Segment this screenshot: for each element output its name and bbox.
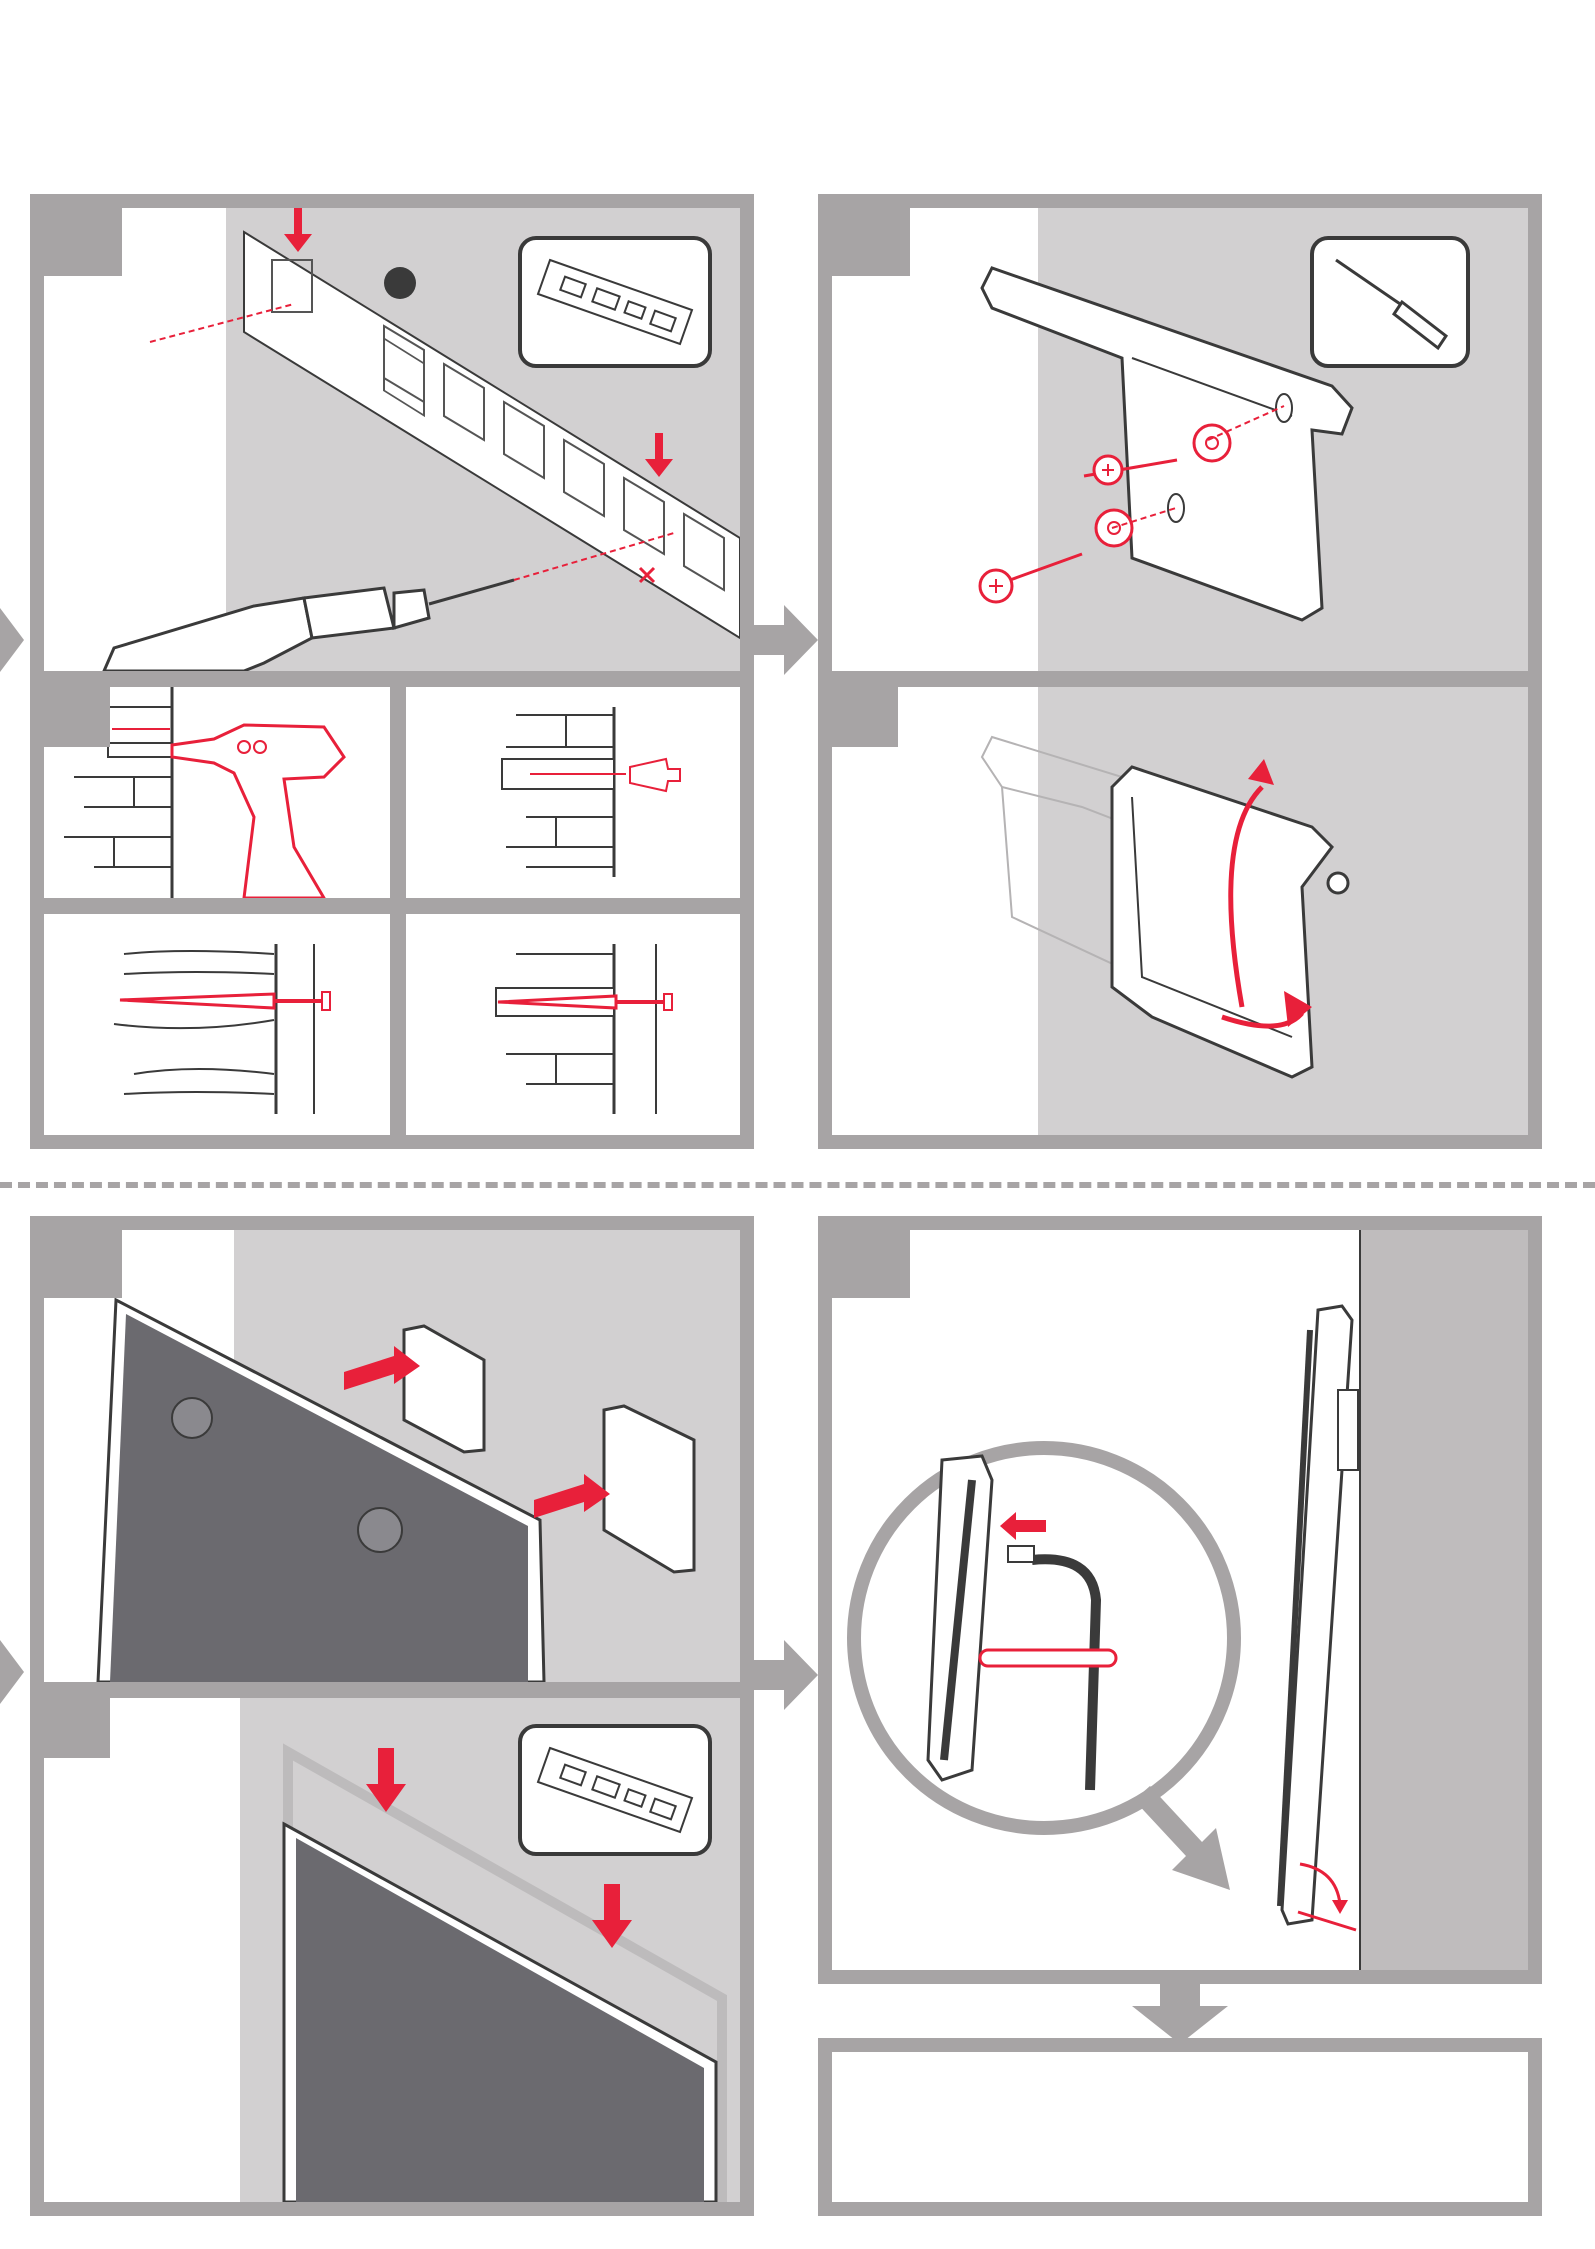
panel-drill-brick <box>44 687 390 898</box>
panel-bracket-screws <box>832 208 1528 671</box>
arrow-icon <box>754 605 824 675</box>
step-number-tab <box>832 208 910 276</box>
panel-tv-on-wall <box>44 1698 740 2202</box>
tool-callout-screwdriver <box>1310 236 1470 368</box>
panel-template-on-wall <box>44 208 740 671</box>
step-number-tab <box>44 208 122 276</box>
panel-tv-back <box>44 1230 740 1682</box>
step-number-tab <box>832 687 898 747</box>
panel-bracket-rotate <box>832 687 1528 1135</box>
strip-icon <box>522 1728 708 1852</box>
panel-wall-plug <box>406 687 740 898</box>
section-separator <box>0 1182 1595 1188</box>
panel-cable-detail <box>832 1230 1528 1970</box>
step-number-tab <box>44 687 110 747</box>
tool-callout-template <box>518 1724 712 1856</box>
arrow-icon <box>0 608 24 672</box>
step-number-tab <box>832 1230 910 1298</box>
completion-box-inner <box>832 2052 1528 2202</box>
arrow-icon <box>0 1640 24 1704</box>
screwdriver-icon <box>1314 240 1466 364</box>
arrow-down-icon <box>1130 1984 1230 2046</box>
strip-icon <box>522 240 708 364</box>
tool-callout-template <box>518 236 712 368</box>
panel-screw-wood <box>44 914 390 1135</box>
panel-screw-plug <box>406 914 740 1135</box>
arrow-icon <box>754 1640 824 1710</box>
step-number-tab <box>44 1230 122 1298</box>
step-number-tab <box>44 1698 110 1758</box>
completion-box <box>818 2038 1542 2216</box>
